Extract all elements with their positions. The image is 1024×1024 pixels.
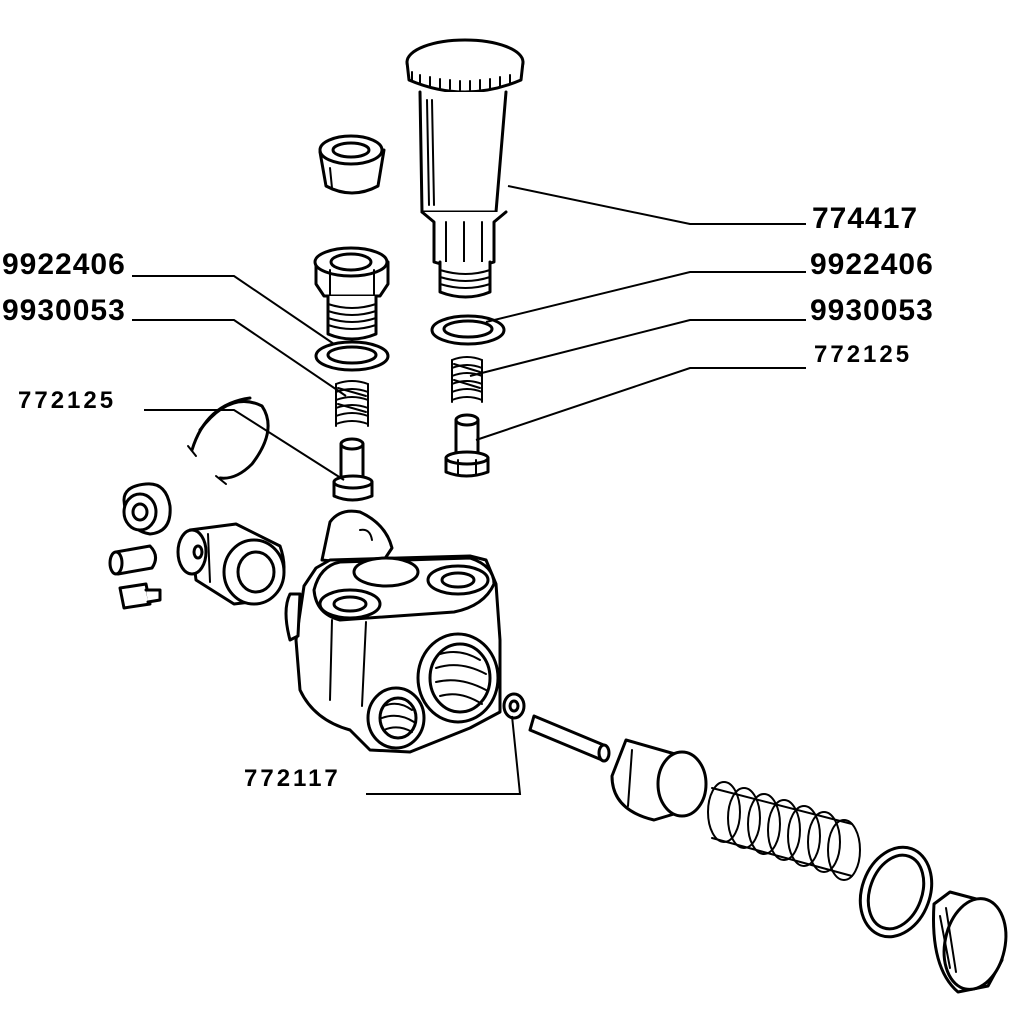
label-9922406-left: 9922406 (2, 248, 126, 281)
washer-right-part (430, 314, 506, 346)
part-number-labels: 774417 9922406 9930053 772125 9922406 99… (2, 202, 934, 792)
label-772125-left: 772125 (18, 387, 116, 414)
spring-left-part (335, 380, 369, 427)
top-plug-part (318, 134, 386, 195)
plunger-housing-part (176, 522, 286, 606)
label-772125-right: 772125 (814, 341, 912, 368)
leader-lines (132, 185, 806, 795)
valve-left-part (332, 437, 374, 502)
union-fitting-part (313, 246, 390, 341)
pushrod-part (528, 714, 611, 763)
pin-part (108, 544, 157, 576)
pump-body-part (284, 509, 502, 754)
piston-sleeve-part (610, 738, 708, 822)
label-772117: 772117 (244, 765, 341, 792)
washer-left-part (314, 340, 390, 372)
spring-right-part (451, 356, 483, 403)
knob-part (122, 482, 172, 536)
gasket-ring-part (858, 845, 934, 939)
screw-part (118, 582, 162, 610)
label-774417: 774417 (812, 202, 918, 235)
o-ring-part (502, 692, 526, 720)
main-spring-part (707, 781, 861, 881)
end-cap-part (932, 890, 1008, 994)
label-9930053-right: 9930053 (810, 294, 934, 327)
label-9930053-left: 9930053 (2, 294, 126, 327)
filter-bowl-part (405, 38, 525, 299)
snap-ring-part (187, 396, 270, 485)
valve-right-part (444, 413, 490, 478)
label-9922406-right: 9922406 (810, 248, 934, 281)
